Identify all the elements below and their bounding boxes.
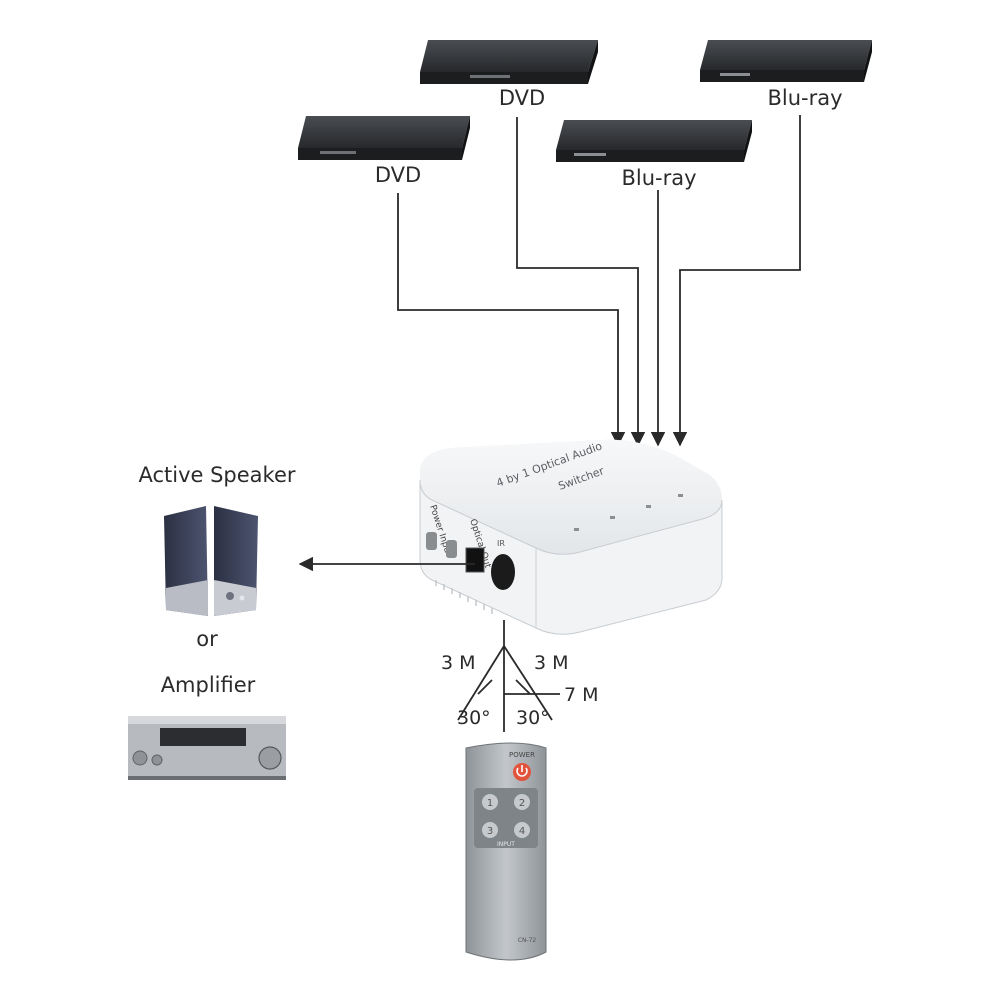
cable-bluray-right	[672, 115, 801, 447]
bluray-player-mid	[556, 120, 752, 162]
amplifier-volume-icon	[258, 746, 282, 770]
angle-right-label: 30°	[516, 707, 550, 729]
optical-audio-switcher: 4 by 1 Optical Audio Switcher Power Inpu…	[419, 439, 723, 635]
label-dvd-top: DVD	[498, 86, 546, 110]
label-amplifier: Amplifier	[160, 673, 256, 697]
range-right-label: 3 M	[534, 652, 569, 674]
ir-receiver-window	[491, 554, 515, 590]
remote-model-label: CN-72	[518, 937, 537, 944]
label-bluray-mid: Blu-ray	[621, 166, 697, 190]
dvd-player-left	[298, 116, 470, 160]
label-dvd-left: DVD	[374, 163, 422, 187]
vent-slots	[435, 580, 493, 614]
speaker-knob-icon	[226, 592, 234, 600]
power-input-jack	[426, 532, 437, 550]
amplifier-knob-icon	[132, 750, 148, 766]
remote-button-3[interactable]	[482, 822, 498, 838]
label-active-speaker: Active Speaker	[138, 463, 296, 487]
remote-button-4[interactable]	[514, 822, 530, 838]
ir-range-lines	[457, 620, 560, 732]
range-front-label: 7 M	[564, 684, 599, 706]
remote-control: 1 2 3 4 POWER INPUT CN-72	[465, 742, 547, 961]
input-indicators	[574, 494, 683, 531]
cable-dvd-left	[397, 193, 626, 447]
remote-button-1[interactable]	[482, 794, 498, 810]
remote-power-label: POWER	[509, 751, 535, 759]
bluray-player-right	[700, 40, 872, 82]
optical-jack-a	[446, 540, 457, 558]
label-bluray-right: Blu-ray	[767, 86, 843, 110]
angle-left-label: 30°	[457, 707, 491, 729]
optical-out-jack	[465, 547, 485, 573]
remote-button-3-label: 3	[487, 826, 493, 837]
remote-button-2-label: 2	[519, 798, 525, 809]
source-cables	[397, 115, 801, 447]
range-left-label: 3 M	[441, 652, 476, 674]
ir-label: IR	[497, 539, 505, 548]
remote-button-2[interactable]	[514, 794, 530, 810]
power-icon	[516, 767, 528, 777]
remote-input-label: INPUT	[497, 841, 515, 848]
remote-button-1-label: 1	[487, 798, 493, 809]
active-speaker	[164, 506, 258, 616]
cable-dvd-top	[516, 117, 646, 447]
amplifier-device	[128, 716, 286, 780]
dvd-player-top	[420, 40, 598, 84]
label-or: or	[196, 627, 218, 651]
remote-button-4-label: 4	[519, 826, 525, 837]
